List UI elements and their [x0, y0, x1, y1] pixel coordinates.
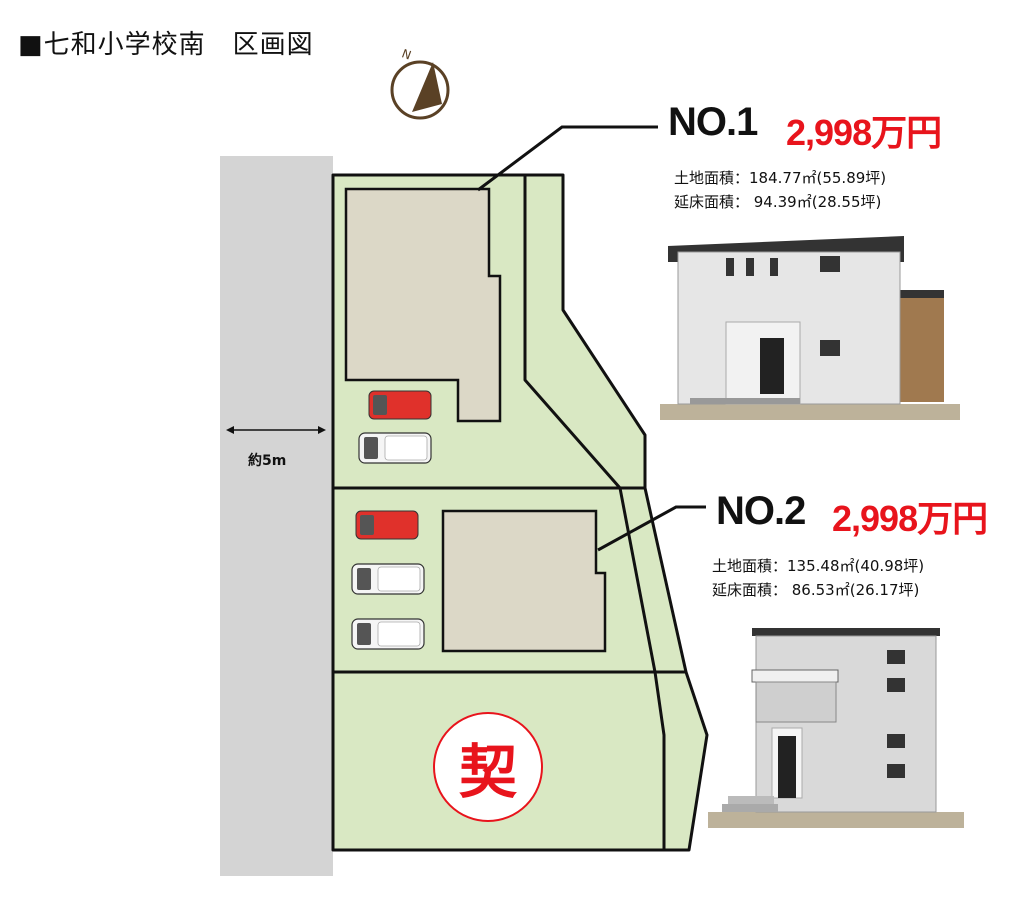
house-image-no1	[660, 236, 960, 420]
house-footprint-no1	[344, 187, 502, 423]
lot-no1-areas: 土地面積：184.77㎡(55.89坪) 延床面積： 94.39㎡(28.55坪…	[674, 166, 886, 214]
compass-label: N	[400, 46, 413, 62]
callout-line-no2	[597, 505, 706, 552]
lot-no2-areas: 土地面積：135.48㎡(40.98坪) 延床面積： 86.53㎡(26.17坪…	[712, 554, 924, 602]
car-icon	[351, 618, 425, 650]
lot-no1-land-area: 土地面積：184.77㎡(55.89坪)	[674, 169, 887, 187]
lot-no2-floor-area: 延床面積： 86.53㎡(26.17坪)	[712, 581, 920, 599]
north-arrow-icon: N	[390, 46, 450, 120]
lot-no1-title: NO.1	[668, 100, 758, 144]
car-icon	[358, 432, 432, 464]
callout-line-no1	[477, 125, 658, 192]
house-image-no2	[708, 628, 964, 828]
lot-no2-price: 2,998万円	[832, 498, 988, 539]
lot-no1-price: 2,998万円	[786, 112, 942, 153]
car-icon	[355, 510, 419, 540]
lot-no2-land-area: 土地面積：135.48㎡(40.98坪)	[712, 557, 925, 575]
road-width-label: 約5m	[248, 453, 287, 469]
car-icon	[368, 390, 432, 420]
road	[220, 156, 333, 876]
path-boundary-left	[523, 175, 666, 850]
contract-mark: 契	[458, 738, 517, 806]
lot-no1-floor-area: 延床面積： 94.39㎡(28.55坪)	[674, 193, 882, 211]
contract-circle	[433, 712, 543, 822]
page-title: ■七和小学校南 区画図	[18, 30, 314, 60]
house-footprint-no2	[441, 509, 607, 653]
car-icon	[351, 563, 425, 595]
lot-no2-title: NO.2	[716, 489, 806, 533]
road-width-arrow-icon	[226, 426, 326, 434]
